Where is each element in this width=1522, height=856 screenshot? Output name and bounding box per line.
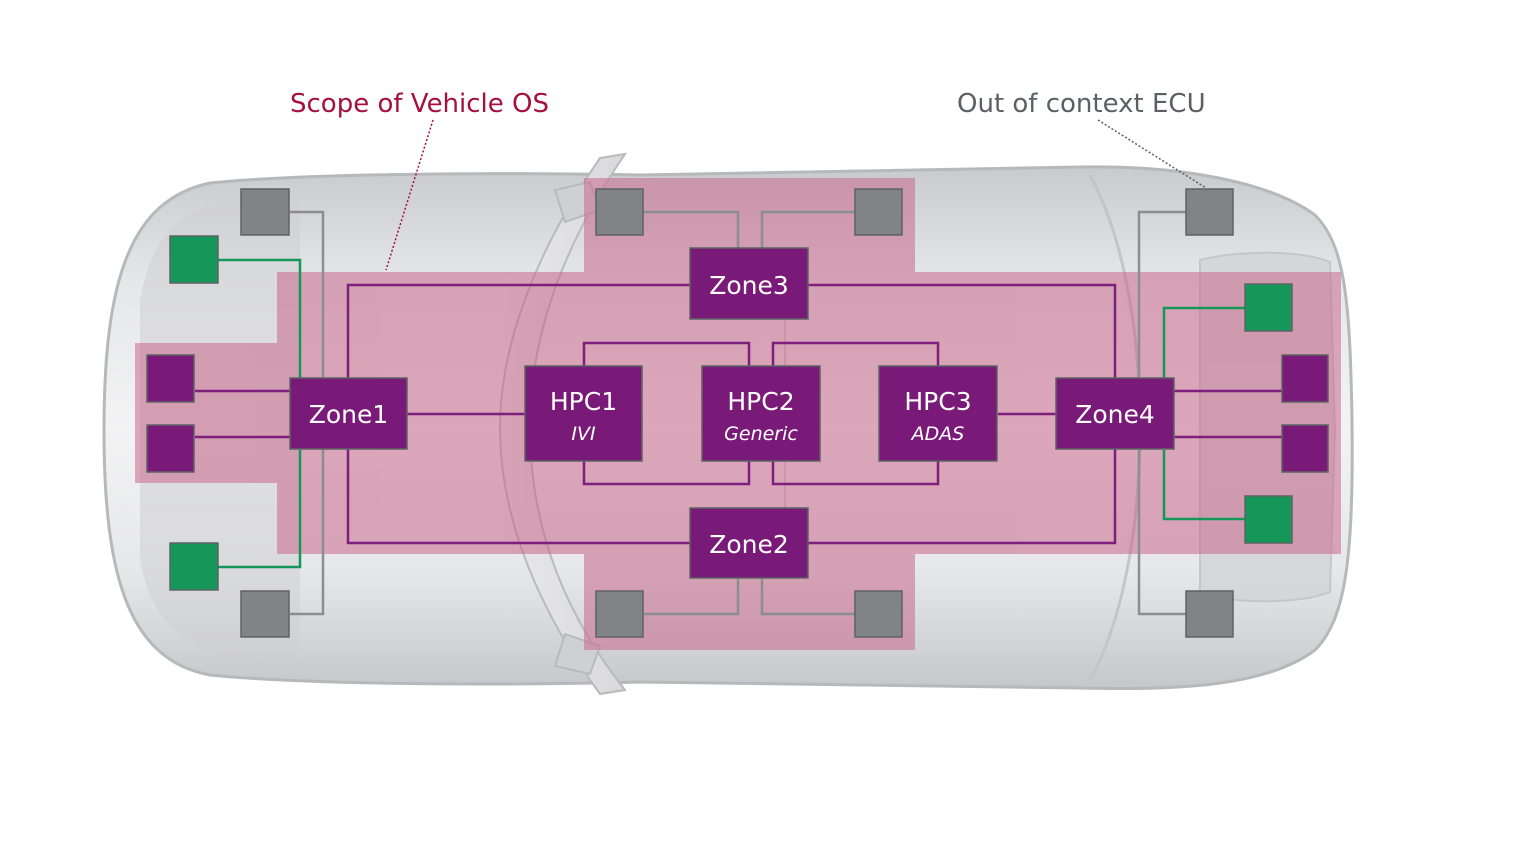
out-of-context-callout: Out of context ECU bbox=[957, 89, 1206, 119]
zone4-box bbox=[1055, 377, 1175, 450]
gray-ecus bbox=[240, 188, 1234, 638]
ecu-purple-rear-bottom bbox=[1281, 424, 1329, 473]
ecu-green-rear-top bbox=[1244, 283, 1293, 332]
ecu-gray-top-left bbox=[595, 188, 644, 236]
ecu-purple-rear-top bbox=[1281, 354, 1329, 403]
zone2-label: Zone2 bbox=[709, 530, 789, 559]
hpc1-label: HPC1 bbox=[550, 387, 617, 416]
hpc2-label: HPC2 bbox=[727, 387, 794, 416]
green-ecus bbox=[169, 235, 1293, 591]
hpc1-box bbox=[524, 365, 643, 462]
zone1-label: Zone1 bbox=[309, 400, 389, 429]
ecu-gray-top-right bbox=[854, 188, 903, 236]
ecu-green-rear-bottom bbox=[1244, 495, 1293, 544]
hpc2-box bbox=[701, 365, 821, 462]
ecu-gray-rear-top bbox=[1185, 188, 1234, 236]
zone1-box bbox=[289, 377, 408, 450]
zone3-label: Zone3 bbox=[709, 271, 789, 300]
ecu-green-front-bottom bbox=[169, 542, 219, 591]
ecu-gray-rear-bottom bbox=[1185, 590, 1234, 638]
hpc3-label: HPC3 bbox=[904, 387, 971, 416]
ecu-purple-front-bottom bbox=[146, 424, 195, 473]
ecu-purple-front-top bbox=[146, 354, 195, 403]
zone4-label: Zone4 bbox=[1075, 400, 1155, 429]
out-of-context-leader-line bbox=[1097, 119, 1207, 189]
zone2-box bbox=[689, 507, 809, 579]
ecu-gray-front-top bbox=[240, 188, 290, 236]
scope-callout: Scope of Vehicle OS bbox=[290, 89, 549, 119]
ecu-gray-bottom-left bbox=[595, 590, 644, 638]
hpc1-sub: IVI bbox=[571, 423, 596, 445]
connections-green bbox=[218, 258, 1245, 569]
hpc2-sub: Generic bbox=[724, 423, 798, 445]
connections-purple bbox=[195, 283, 1282, 545]
ecu-gray-front-bottom bbox=[240, 590, 290, 638]
hpc3-sub: ADAS bbox=[910, 423, 965, 445]
ecu-gray-bottom-right bbox=[854, 590, 903, 638]
zone-nodes bbox=[289, 247, 1175, 579]
zone3-box bbox=[689, 247, 809, 320]
ecu-green-front-top bbox=[169, 235, 219, 284]
hpc3-box bbox=[878, 365, 998, 462]
purple-ecus bbox=[146, 354, 1329, 473]
